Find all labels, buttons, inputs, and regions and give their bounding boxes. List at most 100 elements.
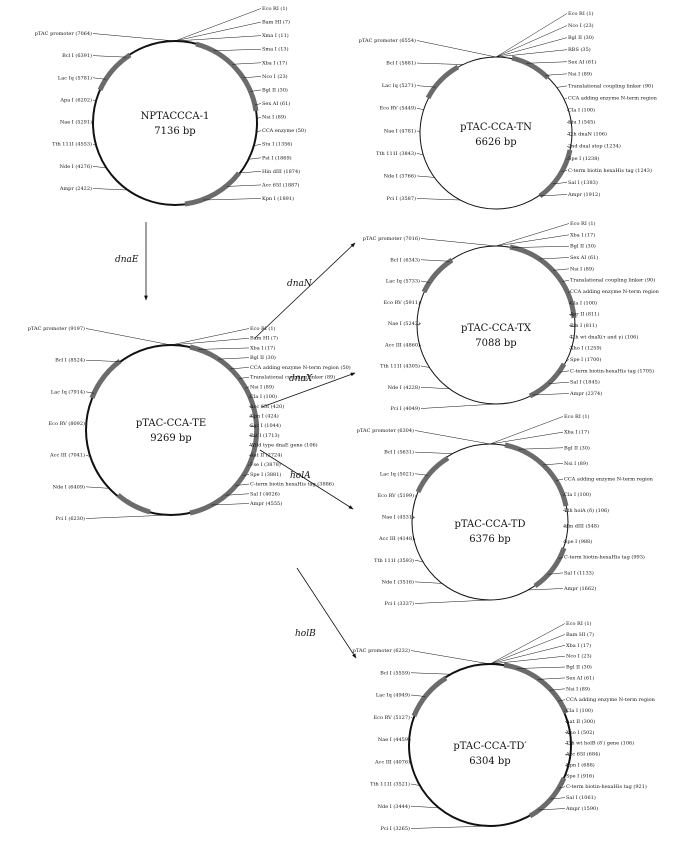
plasmid-map-ptac-cca-tx: pTAC-CCA-TX 7088 bp Eco RI (1)Xba I (17)… bbox=[363, 220, 660, 412]
site-leader-line bbox=[416, 62, 463, 65]
site-label: Ampr (2422) bbox=[59, 185, 92, 192]
site-leader-line bbox=[539, 257, 570, 260]
site-label: Xho I (502) bbox=[566, 729, 594, 736]
plasmid-name: pTAC-CCA-TN bbox=[460, 122, 532, 133]
site-leader-line bbox=[545, 73, 568, 76]
site-leader-line bbox=[558, 699, 566, 702]
site-label: Eco RI (1) bbox=[250, 325, 276, 332]
site-label: Tth 111I (4305) bbox=[380, 363, 420, 370]
site-label: Sal I (4026) bbox=[250, 490, 280, 497]
site-label: Nsi I (89) bbox=[566, 685, 590, 692]
site-leader-line bbox=[248, 444, 255, 447]
site-leader-line bbox=[564, 775, 566, 778]
site-label: Sex AI (61) bbox=[568, 58, 596, 65]
laciq-gene-arc bbox=[89, 359, 122, 399]
site-leader-line bbox=[411, 516, 416, 519]
laciq-gene-arc bbox=[415, 455, 450, 494]
site-label: Translational coupling linker (90) bbox=[568, 82, 653, 89]
site-leader-line bbox=[256, 130, 262, 133]
site-leader-line bbox=[414, 495, 417, 498]
site-leader-line bbox=[526, 61, 568, 64]
site-label: Nde I (3766) bbox=[384, 172, 416, 179]
plasmid-map-nptaccca-1: NPTACCCA-1 7136 bp Eco RI (1)Bam HI (7)X… bbox=[35, 5, 306, 207]
site-label: Xba I (17) bbox=[566, 642, 591, 649]
site-label: Sex AI (61) bbox=[570, 254, 598, 261]
site-leader-line bbox=[253, 143, 262, 146]
laciq-gene-arc bbox=[421, 257, 454, 294]
site-leader-line bbox=[564, 753, 571, 756]
site-leader-line bbox=[242, 474, 250, 477]
site-leader-line bbox=[489, 645, 566, 665]
site-label: Acc III (4076) bbox=[374, 758, 410, 765]
site-leader-line bbox=[495, 234, 570, 247]
site-leader-line bbox=[419, 344, 422, 347]
site-leader-line bbox=[416, 107, 424, 110]
site-label: Hin dIII (1874) bbox=[262, 168, 300, 175]
site-leader-line bbox=[238, 376, 250, 379]
site-label: Bgl II (30) bbox=[570, 243, 596, 250]
site-label: C-term biotin-hexaHis tag (1705) bbox=[570, 367, 654, 374]
site-label: Xma I (11) bbox=[262, 32, 289, 39]
site-leader-line bbox=[248, 435, 256, 438]
site-label: Ampr (1590) bbox=[565, 805, 598, 812]
site-label: Aat II (2724) bbox=[249, 451, 282, 458]
site-label: C-term biotin hexaHis tag (3886) bbox=[250, 481, 334, 488]
site-label: Pst I (1713) bbox=[250, 432, 280, 439]
site-leader-line bbox=[568, 336, 574, 339]
site-leader-line bbox=[562, 525, 568, 528]
site-leader-line bbox=[495, 49, 568, 58]
site-label: Sac I (1044) bbox=[250, 422, 281, 429]
site-label: Nde I (4276) bbox=[60, 163, 92, 170]
site-leader-line bbox=[562, 541, 566, 544]
site-label: Pst I (1869) bbox=[262, 154, 292, 161]
site-label: Bcl I (5881) bbox=[386, 60, 416, 67]
site-label: C-term biotin-hexaHis tag (993) bbox=[564, 554, 645, 561]
site-leader-line bbox=[248, 425, 257, 428]
site-label: Bgl II (30) bbox=[250, 354, 276, 361]
site-label: pTAC promoter (7016) bbox=[363, 235, 420, 242]
site-label: Bam HI (7) bbox=[262, 19, 290, 26]
site-leader-line bbox=[489, 623, 566, 665]
site-leader-line bbox=[247, 464, 250, 467]
site-label: Lac Iq (5271) bbox=[382, 82, 416, 89]
site-leader-line bbox=[174, 35, 262, 42]
site-leader-line bbox=[538, 194, 568, 197]
site-leader-line bbox=[414, 473, 428, 476]
site-leader-line bbox=[512, 245, 570, 248]
site-label: Sal I (1133) bbox=[564, 569, 594, 576]
site-leader-line bbox=[92, 188, 128, 191]
laciq-gene-arc bbox=[97, 52, 132, 92]
site-leader-line bbox=[85, 514, 172, 519]
laciq-gene-arc bbox=[425, 64, 460, 100]
site-label: Pci I (3265) bbox=[380, 825, 410, 832]
ampr-gene-arc bbox=[538, 149, 573, 199]
site-leader-line bbox=[408, 739, 412, 742]
site-leader-line bbox=[248, 157, 262, 160]
site-label: CCA adding enzyme N-term region (50) bbox=[250, 364, 351, 371]
site-label: Bln I (811) bbox=[570, 322, 597, 329]
site-leader-line bbox=[92, 33, 176, 42]
site-leader-line bbox=[552, 182, 568, 185]
site-leader-line bbox=[495, 13, 568, 58]
site-label: Nde I (3516) bbox=[382, 578, 414, 585]
site-label: Fse I (3878) bbox=[250, 461, 281, 468]
site-label: Translational coupling linker (89) bbox=[250, 374, 335, 381]
site-label: Xba I (17) bbox=[250, 344, 275, 351]
site-leader-line bbox=[489, 416, 564, 445]
site-leader-line bbox=[226, 184, 262, 187]
site-label: Aat II (300) bbox=[565, 718, 595, 725]
site-label: Eco RV (5199) bbox=[378, 492, 415, 499]
site-leader-line bbox=[568, 302, 573, 305]
step-label-dnax: dnaX bbox=[289, 374, 313, 384]
site-leader-line bbox=[566, 359, 570, 362]
site-leader-line bbox=[416, 40, 497, 58]
site-leader-line bbox=[414, 430, 491, 445]
site-label: pTAC promoter (6554) bbox=[359, 37, 416, 44]
laciq-gene-arc bbox=[411, 675, 448, 718]
site-labels: Eco RI (1)Xba I (17)Bgl II (30)Nsi I (89… bbox=[357, 413, 654, 607]
plasmid-name: pTAC-CCA-TE bbox=[136, 418, 206, 429]
plasmid-name: pTAC-CCA-TX bbox=[461, 323, 532, 334]
site-label: Pci I (3337) bbox=[384, 600, 414, 607]
site-label: Acc 65I (420) bbox=[249, 403, 284, 410]
